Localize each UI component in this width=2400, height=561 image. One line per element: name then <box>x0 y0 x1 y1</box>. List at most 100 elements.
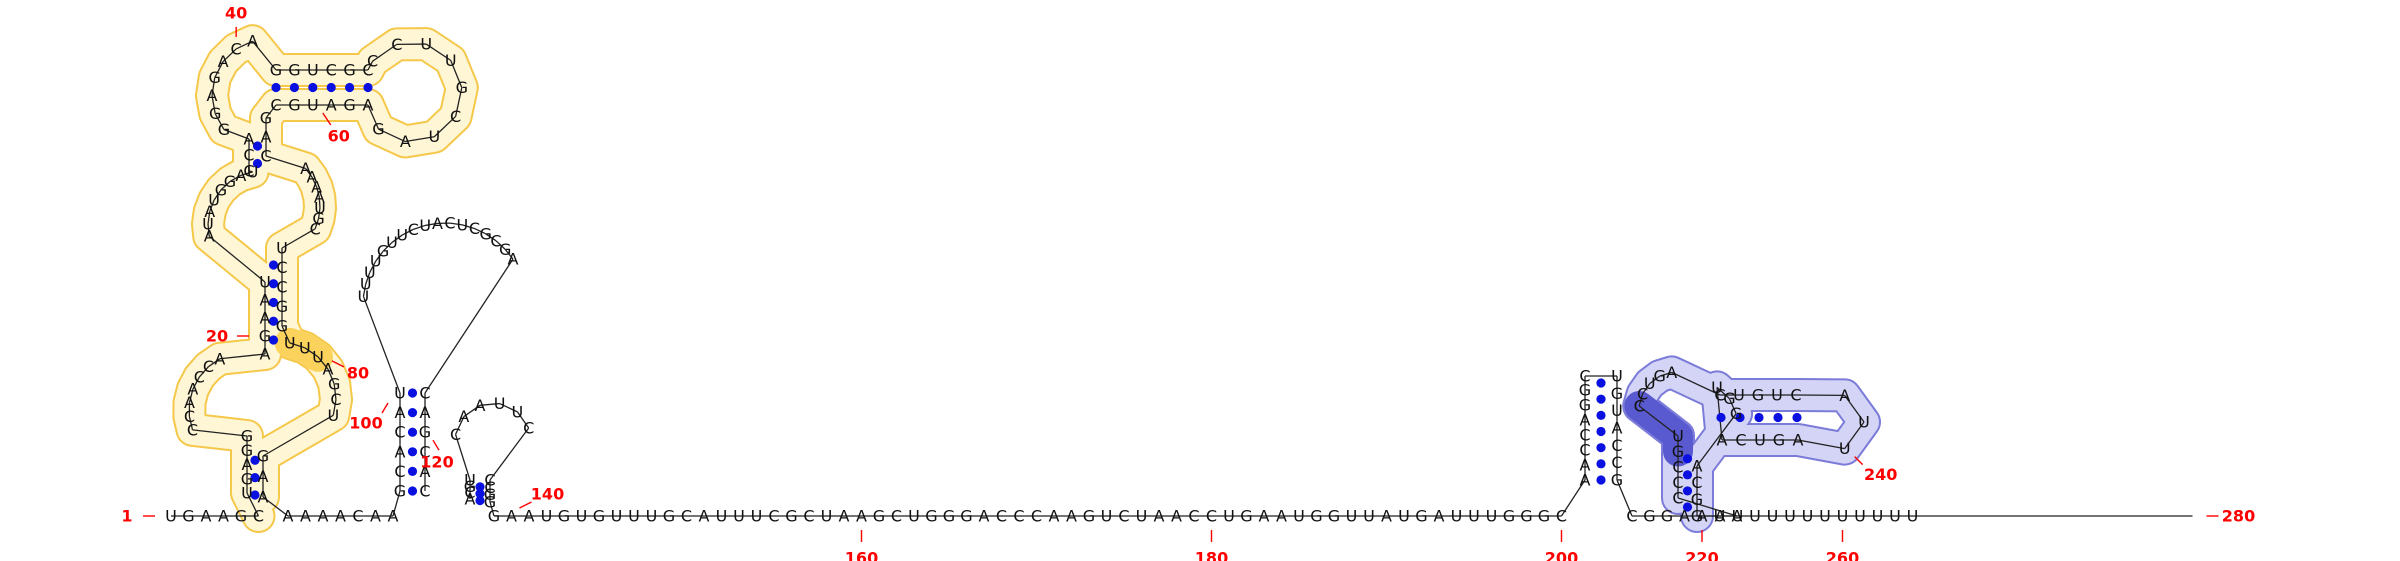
nucleotide-20: G <box>259 327 271 346</box>
nucleotide-139: G <box>488 507 500 526</box>
nucleotide-248: G <box>1730 404 1742 423</box>
base-pair-dot <box>268 316 279 326</box>
backbone-segment <box>1716 386 1730 399</box>
nucleotide-252: G <box>1691 507 1703 526</box>
base-pair-dot <box>1754 412 1764 423</box>
nucleotide-23: U <box>259 273 271 292</box>
backbone-segment <box>454 87 463 117</box>
nucleotide-6: C <box>253 507 264 526</box>
nucleotide-46: G <box>343 61 355 80</box>
nucleotide-14: A <box>184 393 195 412</box>
nucleotide-79: U <box>299 338 311 357</box>
nucleotide-158: U <box>821 507 833 526</box>
base-pair-dot <box>407 466 418 476</box>
nucleotide-171: A <box>1049 507 1060 526</box>
position-label: 280 <box>2222 507 2255 526</box>
backbone-segment <box>305 168 313 178</box>
nucleotide-116: G <box>499 240 511 259</box>
nucleotide-244: C <box>1735 431 1746 450</box>
nucleotide-243: U <box>1754 431 1766 450</box>
nucleotide-212: A <box>1612 419 1623 438</box>
backbone-segment <box>1844 394 1865 423</box>
base-pair-dot <box>1596 426 1606 437</box>
nucleotide-137: G <box>484 485 496 504</box>
backbone-segment <box>378 128 406 143</box>
backbone-segment <box>304 347 319 358</box>
backbone-segment <box>315 186 320 198</box>
nucleotide-188: U <box>1346 507 1358 526</box>
backbone-segment <box>1797 439 1845 450</box>
nucleotide-259: U <box>1819 507 1831 526</box>
backbone-segment <box>367 104 380 130</box>
nucleotide-227: U <box>1672 427 1684 446</box>
backbone-segment <box>262 496 289 517</box>
nucleotide-177: A <box>1154 507 1165 526</box>
nucleotide-80: U <box>312 347 324 366</box>
position-label: 240 <box>1864 465 1897 484</box>
position-label: 1 <box>121 507 132 526</box>
nucleotide-154: U <box>751 507 763 526</box>
nucleotide-100: U <box>394 384 406 403</box>
backbone-segment <box>413 224 426 230</box>
backbone-segment <box>281 228 316 249</box>
nucleotide-73: U <box>276 239 288 258</box>
nucleotide-162: C <box>891 507 902 526</box>
backbone-segment <box>211 77 216 96</box>
base-pair-dot <box>363 82 373 93</box>
base-pair-dot <box>1596 475 1606 485</box>
base-pair-dot <box>271 82 281 93</box>
backbone-segment <box>314 218 320 229</box>
position-label: 20 <box>206 327 228 346</box>
nucleotide-5: G <box>235 507 247 526</box>
base-pair-dot <box>308 82 318 93</box>
base-pair-dot <box>1596 394 1606 404</box>
nucleotide-97: A <box>395 442 406 461</box>
nucleotide-210: G <box>1611 384 1623 403</box>
nucleotide-15: A <box>187 380 198 399</box>
nucleotide-185: U <box>1293 507 1305 526</box>
nucleotide-145: G <box>593 507 605 526</box>
nucleotide-104: U <box>370 252 382 271</box>
nucleotide-240: U <box>1839 439 1851 458</box>
nucleotide-153: U <box>733 507 745 526</box>
backbone-segment <box>1560 479 1586 517</box>
backbone-segment <box>281 325 291 344</box>
nucleotide-134: C <box>523 419 534 438</box>
nucleotide-180: C <box>1206 507 1217 526</box>
nucleotide-159: A <box>839 507 850 526</box>
backbone-segment <box>240 171 253 176</box>
nucleotide-113: C <box>469 219 480 238</box>
base-pair-dot <box>268 297 279 308</box>
number-tick <box>331 360 345 368</box>
nucleotide-203: C <box>1579 441 1590 460</box>
nucleotide-76: G <box>276 297 288 316</box>
nucleotide-223: C <box>1672 489 1683 508</box>
nucleotide-176: U <box>1136 507 1148 526</box>
nucleotide-106: U <box>386 233 398 252</box>
nucleotide-40: C <box>231 39 242 58</box>
backbone-segment <box>317 207 321 219</box>
base-pair-dot <box>1792 412 1802 423</box>
backbone-segment <box>211 95 216 114</box>
backbone-segment <box>265 155 306 170</box>
nucleotide-184: A <box>1276 507 1287 526</box>
nucleotide-234: U <box>1733 386 1745 405</box>
base-pair-dot <box>475 482 485 492</box>
nucleotide-260: U <box>1837 507 1849 526</box>
base-pair-dot <box>1735 412 1745 423</box>
nucleotide-165: G <box>943 507 955 526</box>
nucleotide-257: U <box>1784 507 1796 526</box>
base-pair-dot <box>407 447 418 457</box>
backbone-segment <box>1642 383 1651 395</box>
backbone-segment <box>332 399 337 416</box>
nucleotide-211: U <box>1611 401 1623 420</box>
base-pair-dot <box>1682 486 1693 496</box>
nucleotide-133: U <box>512 402 524 421</box>
nucleotide-52: G <box>456 78 468 97</box>
nucleotide-208: C <box>1579 367 1590 386</box>
backbone-segment <box>207 223 210 237</box>
position-label: 180 <box>1195 549 1228 561</box>
nucleotide-255: U <box>1749 507 1761 526</box>
